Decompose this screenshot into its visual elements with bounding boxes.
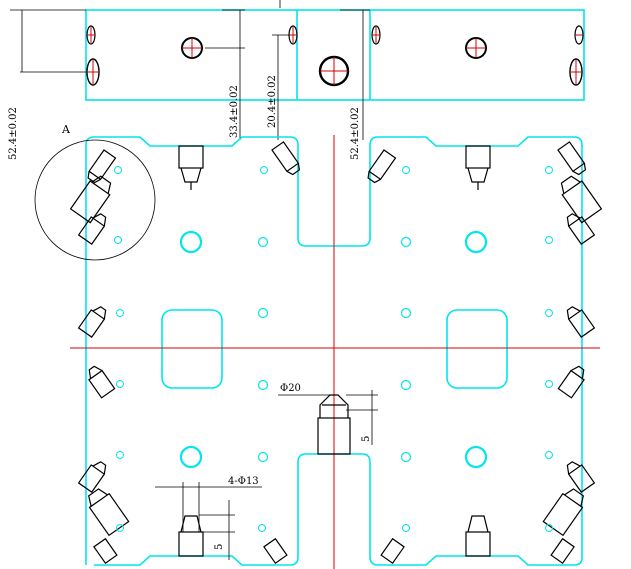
socket-screw-icon	[77, 213, 107, 245]
large-holes	[179, 230, 488, 469]
dim-phi13: 4-Φ13	[228, 476, 259, 487]
socket-screw-icon	[367, 149, 397, 184]
phi13-dimension	[155, 482, 262, 560]
circle-hole-icon	[400, 307, 412, 319]
top-plate	[85, 9, 585, 101]
socket-screw-icon	[566, 306, 596, 338]
pocket-right	[446, 309, 508, 389]
circle-hole-icon	[179, 445, 203, 469]
dim-20-4: 20.4±0.02	[267, 75, 278, 128]
locating-pin-icon	[465, 515, 491, 557]
main-plate-outline	[85, 136, 583, 566]
detail-circle-a	[34, 139, 156, 261]
socket-screw-icon	[77, 306, 107, 338]
detail-label-a: A	[61, 123, 71, 136]
socket-screw-icon	[557, 141, 587, 176]
socket-screw-icon	[87, 149, 117, 184]
socket-screw-icon	[93, 537, 118, 565]
circle-hole-icon	[257, 379, 269, 391]
dim-33-4: 33.4±0.02	[229, 85, 240, 138]
dim-phi20: Φ20	[280, 383, 301, 394]
socket-screw-icon	[560, 175, 603, 224]
circle-hole-icon	[569, 58, 583, 86]
angled-screws	[69, 141, 603, 565]
phi20-dimension	[278, 390, 378, 445]
circle-hole-icon	[400, 451, 412, 463]
locating-pin-icon	[317, 394, 351, 455]
socket-screw-icon	[88, 488, 130, 537]
circle-hole-icon	[371, 25, 381, 45]
small-holes	[257, 236, 412, 463]
top-dimension-lines	[10, 0, 370, 140]
socket-screw-icon	[380, 537, 405, 565]
socket-screw-icon	[69, 175, 112, 224]
circle-hole-icon	[179, 230, 203, 254]
circle-hole-icon	[86, 25, 96, 45]
circle-hole-icon	[574, 25, 584, 45]
socket-screw-icon	[271, 141, 301, 176]
circle-hole-icon	[465, 37, 487, 59]
socket-screw-icon	[550, 537, 575, 565]
locating-pin-icon	[465, 145, 491, 190]
circle-hole-icon	[181, 37, 203, 59]
circle-hole-icon	[257, 451, 269, 463]
pocket-left	[161, 309, 223, 389]
dim-5-bottom: 5	[214, 544, 225, 550]
socket-screw-icon	[88, 365, 116, 399]
top-plate-holes	[86, 25, 584, 87]
circle-hole-icon	[464, 445, 488, 469]
socket-screw-icon	[566, 213, 596, 245]
socket-screw-icon	[566, 461, 596, 493]
circle-hole-icon	[400, 379, 412, 391]
dim-5-center: 5	[361, 436, 372, 442]
centerlines	[70, 135, 600, 569]
circle-hole-icon	[318, 55, 350, 87]
circle-hole-icon	[288, 25, 298, 45]
circle-hole-icon	[86, 58, 100, 86]
circle-hole-icon	[257, 236, 269, 248]
screw-tip-holes	[114, 166, 553, 532]
socket-screw-icon	[557, 365, 585, 399]
dim-52-4-right: 52.4±0.02	[350, 107, 361, 160]
socket-screw-icon	[542, 488, 584, 537]
locating-pin-icon	[178, 145, 204, 190]
socket-screw-icon	[263, 537, 288, 565]
circle-hole-icon	[257, 307, 269, 319]
dim-52-4-left: 52.4±0.02	[8, 107, 19, 160]
circle-hole-icon	[464, 230, 488, 254]
socket-screw-icon	[77, 461, 107, 493]
circle-hole-icon	[400, 236, 412, 248]
